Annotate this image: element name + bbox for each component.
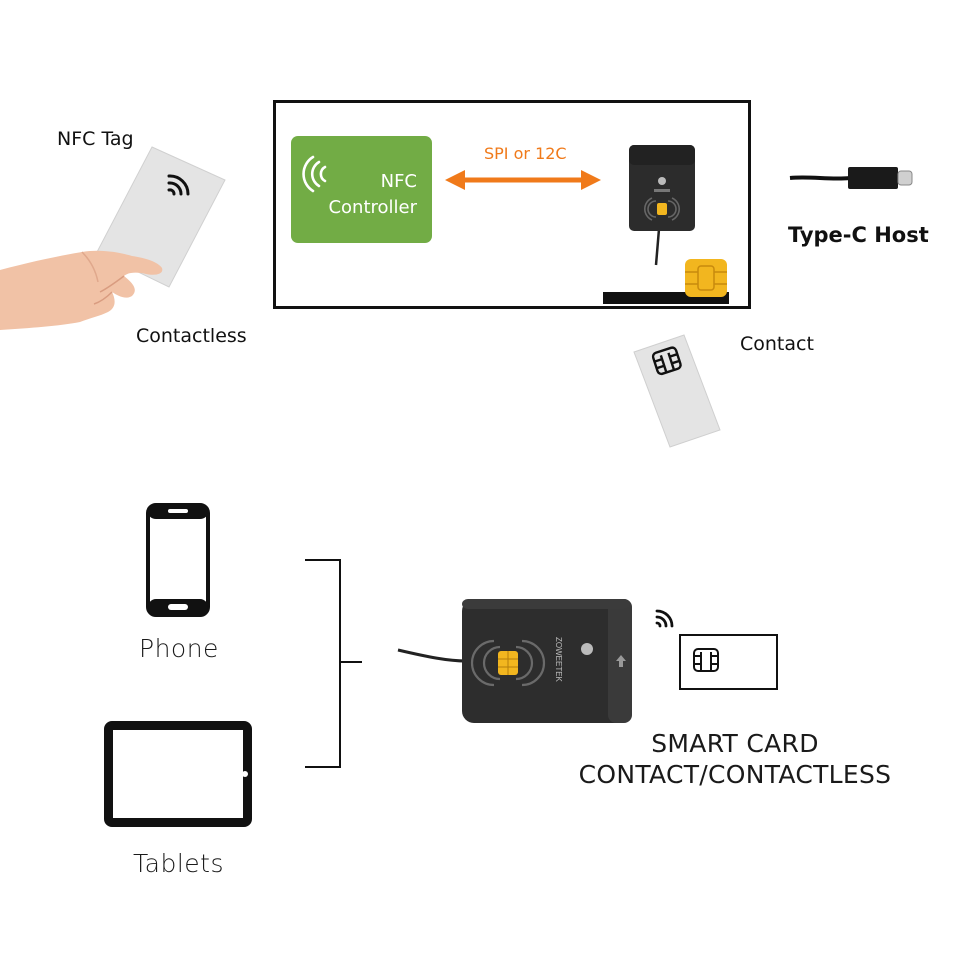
contact-card bbox=[630, 332, 724, 450]
contact-label: Contact bbox=[740, 335, 814, 354]
nfc-wave-icon bbox=[654, 603, 682, 627]
sim-chip-icon bbox=[693, 648, 719, 672]
smart-card-line2: CONTACT/CONTACTLESS bbox=[560, 759, 910, 790]
brand-vertical-text: ZOWEETEK bbox=[554, 637, 563, 683]
smart-card-line1: SMART CARD bbox=[560, 728, 910, 759]
phone-icon bbox=[146, 503, 210, 617]
card-reader-device bbox=[625, 143, 697, 265]
nfc-wave-icon bbox=[305, 156, 331, 192]
phone-label: Phone bbox=[139, 636, 219, 661]
tablet-icon bbox=[104, 721, 252, 827]
contactless-label: Contactless bbox=[136, 327, 247, 346]
smart-card-caption: SMART CARD CONTACT/CONTACTLESS bbox=[560, 728, 910, 790]
nfc-wave-icon bbox=[166, 170, 198, 198]
nfc-controller-line1: NFC bbox=[328, 169, 417, 195]
type-c-host-label: Type-C Host bbox=[788, 225, 929, 246]
bidirectional-arrow bbox=[445, 168, 601, 192]
nfc-controller-block: NFC Controller bbox=[291, 136, 432, 243]
card-reader-device: ZOWEETEK bbox=[398, 595, 636, 727]
sim-chip-icon bbox=[684, 258, 728, 298]
connection-bracket bbox=[300, 556, 370, 772]
tablets-label: Tablets bbox=[133, 851, 224, 876]
hand-image bbox=[0, 251, 162, 330]
nfc-controller-line2: Controller bbox=[328, 195, 417, 221]
usb-c-cable-icon bbox=[790, 158, 914, 198]
nfc-tag-label: NFC Tag bbox=[57, 130, 134, 149]
nfc-tag-card bbox=[0, 140, 240, 340]
bus-label: SPI or 12C bbox=[484, 146, 567, 162]
